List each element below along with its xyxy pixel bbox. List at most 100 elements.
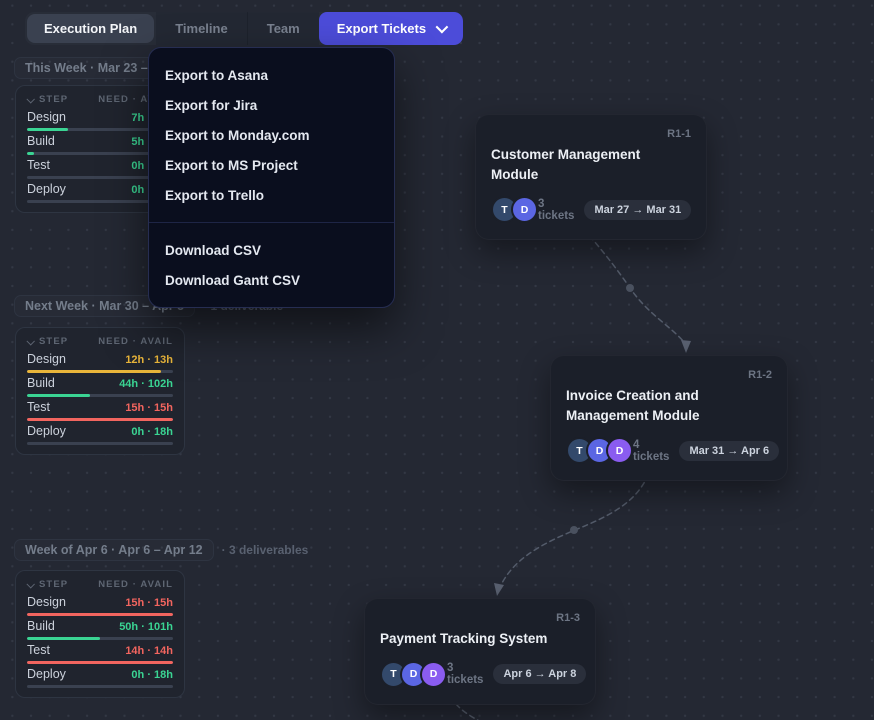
step-hours: 50h · 101h bbox=[119, 621, 173, 633]
step-label: Deploy bbox=[27, 667, 66, 681]
step-label: Build bbox=[27, 376, 55, 390]
capacity-bar-fill bbox=[27, 152, 35, 155]
step-label: Test bbox=[27, 643, 50, 657]
capacity-bar-track bbox=[27, 637, 173, 640]
avatar: D bbox=[511, 196, 538, 224]
step-row-deploy: Deploy 0h · 18h bbox=[27, 424, 173, 445]
chevron-down-icon bbox=[435, 20, 449, 34]
capacity-bar-fill bbox=[27, 394, 90, 397]
date-range-badge: Mar 31 → Apr 6 bbox=[679, 440, 780, 461]
capacity-bar-fill bbox=[27, 370, 162, 373]
step-hours: 0h · 18h bbox=[131, 426, 173, 438]
capacity-bar-track bbox=[27, 200, 173, 203]
step-row-build: Build 44h · 102h bbox=[27, 376, 173, 397]
step-column-header: STEP bbox=[39, 579, 69, 590]
step-label: Test bbox=[27, 400, 50, 414]
week-deliverables: · 3 deliverables bbox=[221, 543, 309, 557]
step-row-test: Test 14h · 14h bbox=[27, 643, 173, 664]
step-label: Design bbox=[27, 595, 66, 609]
tickets-count: 3 tickets bbox=[447, 662, 484, 687]
chevron-down-icon bbox=[26, 579, 35, 589]
step-row-test: Test 15h · 15h bbox=[27, 400, 173, 421]
step-hours: 14h · 14h bbox=[125, 645, 173, 657]
capacity-bar-track bbox=[27, 685, 173, 688]
capacity-bar-track bbox=[27, 128, 173, 131]
step-label: Deploy bbox=[27, 424, 66, 438]
menu-item-download-csv[interactable]: Download CSV bbox=[165, 242, 262, 258]
avatar-group: T D D bbox=[380, 660, 447, 688]
deliverable-card-r1-2[interactable]: R1-2 Invoice Creation and Management Mod… bbox=[550, 355, 788, 482]
capacity-bar-track bbox=[27, 418, 173, 421]
step-label: Deploy bbox=[27, 182, 66, 196]
step-hours: 12h · 13h bbox=[125, 354, 173, 366]
step-row-design: Design 12h · 13h bbox=[27, 352, 173, 373]
capacity-panel-header[interactable]: STEP NEED · AVAIL bbox=[26, 94, 173, 105]
menu-divider bbox=[149, 222, 394, 223]
capacity-panel-week-3: STEP NEED · AVAIL Design 15h · 15h Build… bbox=[15, 570, 185, 698]
capacity-bar-fill bbox=[27, 418, 173, 421]
week-header-3: Week of Apr 6 · Apr 6 – Apr 12 · 3 deliv… bbox=[14, 539, 308, 561]
menu-item-export-jira[interactable]: Export for Jira bbox=[165, 97, 258, 113]
capacity-bar-track bbox=[27, 370, 173, 373]
card-title: Payment Tracking System bbox=[380, 631, 548, 646]
tickets-count: 4 tickets bbox=[633, 438, 670, 463]
step-row-build: Build 50h · 101h bbox=[27, 619, 173, 640]
tab-timeline[interactable]: Timeline bbox=[156, 12, 247, 45]
need-avail-column-header: NEED · AVAIL bbox=[98, 336, 173, 347]
menu-item-download-gantt-csv[interactable]: Download Gantt CSV bbox=[165, 272, 300, 288]
capacity-panel-header[interactable]: STEP NEED · AVAIL bbox=[26, 579, 173, 590]
menu-item-export-asana[interactable]: Export to Asana bbox=[165, 67, 269, 83]
capacity-bar-track bbox=[27, 176, 173, 179]
week-title-chip: Week of Apr 6 · Apr 6 – Apr 12 bbox=[14, 539, 214, 561]
need-avail-column-header: NEED · AVAIL bbox=[98, 94, 173, 105]
card-id: R1-3 bbox=[556, 612, 580, 624]
tickets-count: 3 tickets bbox=[538, 197, 575, 222]
step-label: Design bbox=[27, 110, 66, 124]
view-toolbar: Execution Plan Timeline Team Export Tick… bbox=[25, 12, 464, 45]
card-meta: T D D 4 tickets Mar 31 → Apr 6 bbox=[566, 437, 780, 465]
capacity-bar-track bbox=[27, 661, 173, 664]
export-tickets-label: Export Tickets bbox=[336, 21, 427, 36]
export-tickets-button[interactable]: Export Tickets bbox=[318, 12, 464, 45]
export-dropdown-menu: Export to Asana Export for Jira Export t… bbox=[148, 47, 395, 308]
step-label: Design bbox=[27, 352, 66, 366]
date-range-badge: Mar 27 → Mar 31 bbox=[584, 199, 692, 220]
card-id: R1-1 bbox=[667, 128, 691, 140]
step-column-header: STEP bbox=[39, 336, 69, 347]
avatar-group: T D D bbox=[566, 437, 633, 465]
capacity-bar-fill bbox=[27, 637, 100, 640]
need-avail-column-header: NEED · AVAIL bbox=[98, 579, 173, 590]
tab-execution-plan[interactable]: Execution Plan bbox=[27, 14, 155, 43]
date-range-badge: Apr 6 → Apr 8 bbox=[493, 664, 587, 685]
capacity-bar-track bbox=[27, 442, 173, 445]
card-meta: T D D 3 tickets Apr 6 → Apr 8 bbox=[380, 660, 587, 688]
capacity-bar-fill bbox=[27, 128, 68, 131]
deliverable-card-r1-3[interactable]: R1-3 Payment Tracking System T D D 3 tic… bbox=[364, 598, 596, 705]
avatar-group: T D bbox=[491, 196, 538, 224]
menu-item-export-ms-project[interactable]: Export to MS Project bbox=[165, 157, 298, 173]
card-id: R1-2 bbox=[748, 369, 772, 381]
menu-item-export-monday[interactable]: Export to Monday.com bbox=[165, 127, 310, 143]
capacity-panel-header[interactable]: STEP NEED · AVAIL bbox=[26, 336, 173, 347]
chevron-down-icon bbox=[26, 94, 35, 104]
step-hours: 15h · 15h bbox=[125, 597, 173, 609]
capacity-bar-fill bbox=[27, 613, 173, 616]
step-hours: 44h · 102h bbox=[119, 378, 173, 390]
step-hours: 0h · 18h bbox=[131, 669, 173, 681]
tab-team[interactable]: Team bbox=[246, 12, 319, 45]
chevron-down-icon bbox=[26, 336, 35, 346]
capacity-bar-fill bbox=[27, 661, 173, 664]
capacity-bar-track bbox=[27, 394, 173, 397]
step-label: Build bbox=[27, 619, 55, 633]
step-row-deploy: Deploy 0h · 18h bbox=[27, 667, 173, 688]
capacity-bar-track bbox=[27, 613, 173, 616]
card-title: Customer Management Module bbox=[491, 147, 641, 182]
step-label: Test bbox=[27, 158, 50, 172]
capacity-bar-track bbox=[27, 152, 173, 155]
card-title: Invoice Creation and Management Module bbox=[566, 388, 700, 423]
menu-item-export-trello[interactable]: Export to Trello bbox=[165, 187, 265, 203]
capacity-panel-week-2: STEP NEED · AVAIL Design 12h · 13h Build… bbox=[15, 327, 185, 455]
card-meta: T D 3 tickets Mar 27 → Mar 31 bbox=[491, 196, 692, 224]
deliverable-card-r1-1[interactable]: R1-1 Customer Management Module T D 3 ti… bbox=[475, 114, 707, 241]
step-hours: 15h · 15h bbox=[125, 402, 173, 414]
